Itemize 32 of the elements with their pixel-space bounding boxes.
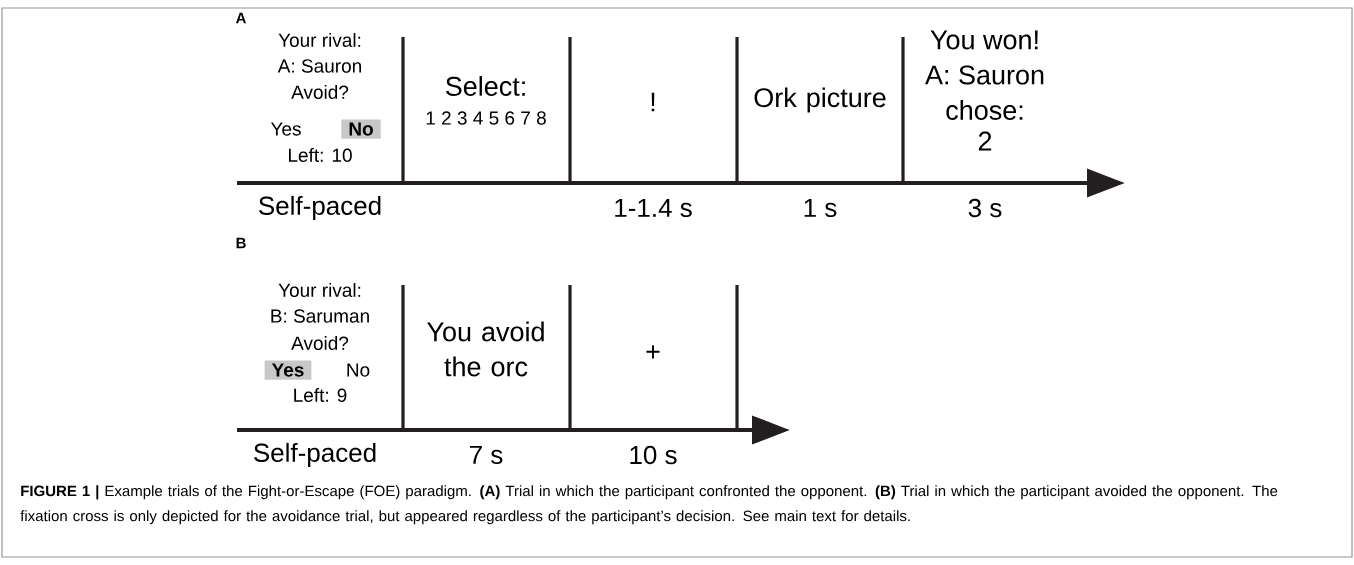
screen-text: + xyxy=(646,345,660,359)
screen-text: B: Saruman xyxy=(271,309,369,323)
screen-text: Avoid? xyxy=(291,85,349,99)
duration-label: 3 s xyxy=(968,198,1002,218)
figure-caption: FIGURE 1 | Example trials of the Fight-or-Escape (FOE) paradigm. (A) Trial in which the participant confronted the opponent. (B) Trial in which the participant avoided the opponent. The fixation cross is only depicted for the avoidance trial, but appeared regardless of the participant’s decision. See main text for details. xyxy=(20,485,1278,525)
screen-text: chose: xyxy=(946,100,1023,120)
screen-text: 2 xyxy=(978,131,992,151)
screen-text: Select: xyxy=(445,76,525,96)
screen-text: Your rival: xyxy=(278,283,361,297)
panel-letter: B xyxy=(236,237,246,249)
screen-text: Left: 9 xyxy=(294,388,347,402)
screen-text: No xyxy=(347,363,370,377)
screen-text: You won! xyxy=(930,30,1038,50)
duration-label: 1-1.4 s xyxy=(615,198,692,218)
screen-text: Ork picture xyxy=(754,87,886,113)
screen-text: A: Sauron xyxy=(277,59,361,73)
screen-text: ! xyxy=(651,92,655,112)
duration-label: 1 s xyxy=(804,198,837,218)
duration-label: 10 s xyxy=(630,445,677,465)
duration-label: Self-paced xyxy=(259,195,381,221)
screen-text: Yes xyxy=(270,122,301,136)
screen-text: 1 2 3 4 5 6 7 8 xyxy=(426,111,546,125)
highlight-box: No xyxy=(341,119,381,139)
panel-letter: A xyxy=(235,12,246,24)
screen-text: You avoid the orc xyxy=(427,321,544,377)
duration-label: 7 s xyxy=(470,445,503,465)
screen-text: Your rival: xyxy=(278,33,361,47)
screen-text: Left: 10 xyxy=(289,148,352,162)
screen-text: Avoid? xyxy=(291,336,349,350)
duration-label: Self-paced xyxy=(254,442,376,468)
highlight-box: Yes xyxy=(264,360,312,380)
screen-text: A: Sauron xyxy=(925,65,1044,85)
